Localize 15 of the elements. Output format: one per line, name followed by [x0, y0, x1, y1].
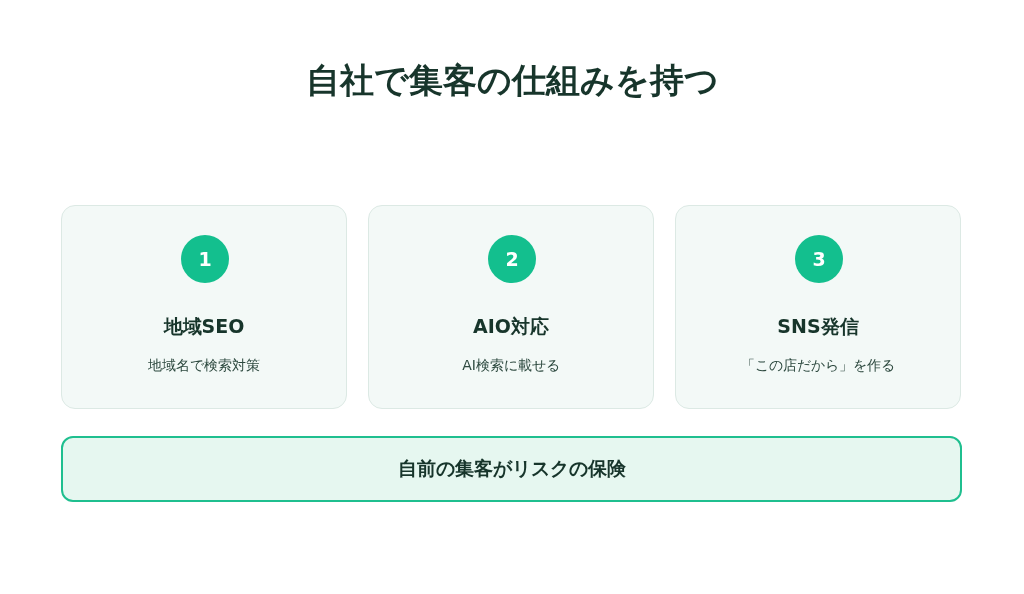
card-heading: AIO対応: [472, 314, 550, 339]
feature-card: [675, 205, 961, 409]
feature-card: [368, 205, 654, 409]
title: 自社で集客の仕組みを持つ: [304, 59, 720, 102]
banner-text: 自前の集客がリスクの保険: [397, 456, 626, 481]
card-description: AI検索に載せる: [461, 357, 561, 375]
card-description: 地域名で検索対策: [147, 357, 261, 375]
number-badge: 1: [181, 235, 229, 283]
number-badge: 2: [488, 235, 536, 283]
card-heading: 地域SEO: [162, 314, 246, 339]
feature-card: [61, 205, 347, 409]
number-badge: 3: [795, 235, 843, 283]
card-description: 「この店だから」を作る: [740, 357, 896, 375]
summary-banner: [61, 436, 962, 502]
card-heading: SNS発信: [776, 314, 860, 339]
